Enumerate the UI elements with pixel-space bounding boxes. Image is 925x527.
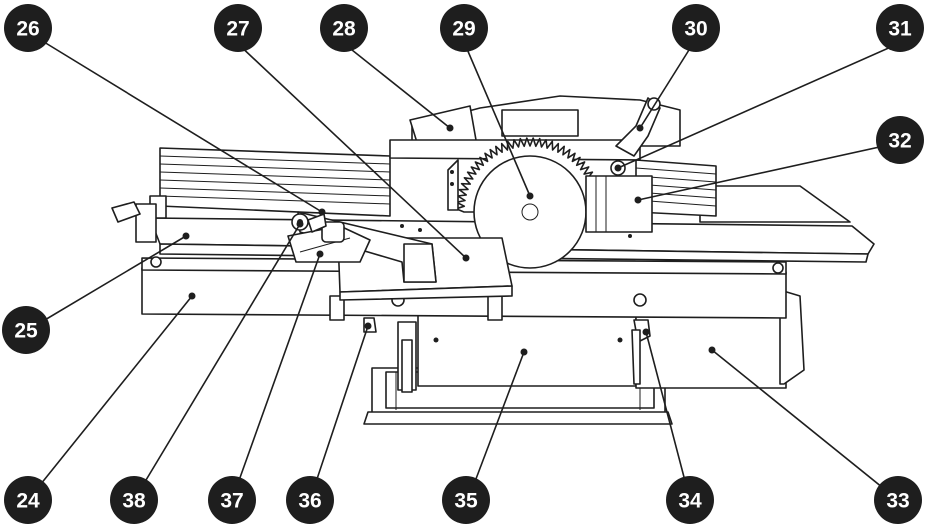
callout-label: 30 — [684, 18, 707, 41]
callout-27: 27 — [214, 4, 262, 52]
callout-label: 31 — [888, 18, 912, 41]
leader-26 — [43, 41, 323, 213]
rip-fence — [111, 147, 717, 243]
leader-29 — [463, 41, 531, 197]
callout-35: 35 — [442, 476, 490, 524]
callout-24: 24 — [4, 476, 52, 524]
callout-label: 34 — [678, 490, 702, 513]
anchor-dots — [182, 124, 716, 356]
callout-label: 32 — [888, 130, 911, 153]
leader-37 — [231, 253, 321, 501]
callout-38: 38 — [110, 476, 158, 524]
callout-label: 37 — [220, 490, 243, 513]
lower-housing — [397, 289, 805, 393]
callout-34: 34 — [666, 476, 714, 524]
callout-37: 37 — [208, 476, 256, 524]
callout-label: 29 — [452, 18, 475, 41]
leader-lines — [27, 41, 903, 501]
height-lock-lever — [631, 319, 651, 385]
callout-36: 36 — [286, 476, 334, 524]
callout-label: 24 — [16, 490, 40, 513]
leader-38 — [133, 223, 301, 501]
callout-label: 36 — [298, 490, 321, 513]
leader-25 — [27, 235, 187, 331]
callout-29: 29 — [440, 4, 488, 52]
callout-25: 25 — [2, 306, 50, 354]
leader-33 — [711, 349, 899, 501]
mitre-gauge — [287, 211, 513, 301]
callout-label: 35 — [454, 490, 478, 513]
leader-35 — [467, 351, 525, 501]
callout-label: 26 — [16, 18, 39, 41]
leader-32 — [637, 141, 903, 201]
callout-label: 28 — [332, 18, 356, 41]
callout-30: 30 — [672, 4, 720, 52]
callout-label: 25 — [14, 320, 38, 343]
callout-31: 31 — [876, 4, 924, 52]
leader-28 — [341, 41, 451, 129]
leader-24 — [27, 295, 193, 501]
leader-31 — [617, 41, 903, 169]
callout-33: 33 — [874, 476, 922, 524]
leader-34 — [645, 331, 691, 501]
leader-30 — [639, 41, 695, 129]
callout-28: 28 — [320, 4, 368, 52]
callout-label: 38 — [122, 490, 146, 513]
callout-32: 32 — [876, 116, 924, 164]
leader-36 — [309, 325, 369, 501]
callout-label: 33 — [886, 490, 909, 513]
leader-27 — [235, 41, 467, 259]
callout-label: 27 — [226, 18, 249, 41]
callout-26: 26 — [4, 4, 52, 52]
blade-guard — [389, 95, 681, 176]
table-saw-illustration — [111, 95, 875, 425]
